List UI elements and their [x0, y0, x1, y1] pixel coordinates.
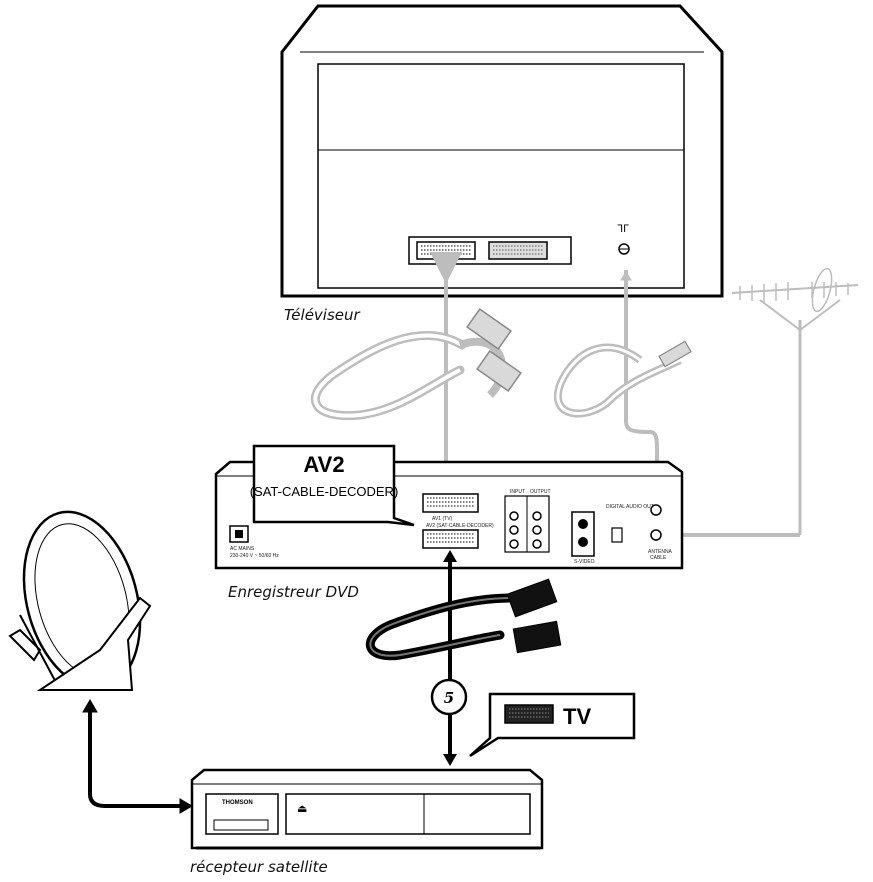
av2-subtitle: (SAT-CABLE-DECODER) — [250, 484, 399, 499]
eject-icon: ⏏ — [297, 802, 307, 815]
av-jacks-panel: INPUT OUTPUT — [504, 489, 551, 553]
dvd-scart-av1 — [422, 493, 479, 513]
antenna-sockets: ANTENNA CABLE — [648, 504, 673, 561]
input-label: INPUT — [510, 489, 525, 495]
antenna-label: ANTENNA — [648, 549, 673, 555]
svideo-label: S-VIDEO — [574, 559, 595, 565]
ac-mains-label: AC MAINS — [230, 546, 255, 552]
tv-antenna-socket: ᒣᒥ — [617, 224, 630, 255]
output-label: OUTPUT — [530, 489, 551, 495]
tv-scart-1 — [416, 241, 476, 260]
dish-to-receiver-cable — [82, 699, 193, 814]
digital-audio-out: DIGITAL AUDIO OUT — [606, 504, 654, 543]
antenna-cable-tv — [554, 270, 692, 495]
satellite-dish — [8, 510, 152, 691]
tv-scart-2 — [488, 241, 548, 260]
tv-callout-label: TV — [563, 704, 591, 729]
scart-cable-tv — [310, 252, 522, 502]
satellite-receiver: THOMSON ⏏ — [190, 768, 544, 850]
ac-mains-spec: 230-240 V ~ 50/60 Hz — [230, 553, 279, 559]
receiver-brand: THOMSON — [222, 800, 253, 806]
av1-label: AV1 (TV) — [432, 516, 453, 522]
digital-audio-label: DIGITAL AUDIO OUT — [606, 504, 654, 510]
av2-callout: AV2 (SAT-CABLE-DECODER) — [250, 444, 415, 527]
television: ᒣᒥ — [280, 4, 724, 298]
tv-callout: TV — [469, 692, 636, 758]
label-sat: récepteur satellite — [190, 858, 328, 876]
svideo-panel: S-VIDEO — [571, 511, 595, 565]
step-number: 5 — [444, 689, 454, 707]
dvd-scart-av2 — [422, 529, 479, 549]
scart-cable-sat — [365, 550, 562, 766]
scart-icon — [504, 704, 554, 724]
step-badge: 5 — [430, 678, 468, 716]
label-tv: Téléviseur — [284, 306, 361, 324]
svg-text:ᒣᒥ: ᒣᒥ — [617, 224, 629, 235]
av2-title: AV2 — [303, 452, 344, 477]
terrestrial-antenna — [672, 267, 859, 541]
av2-label: AV2 (SAT-CABLE-DECODER) — [426, 523, 494, 529]
label-dvd: Enregistreur DVD — [228, 583, 359, 601]
cable-label: CABLE — [650, 555, 667, 561]
